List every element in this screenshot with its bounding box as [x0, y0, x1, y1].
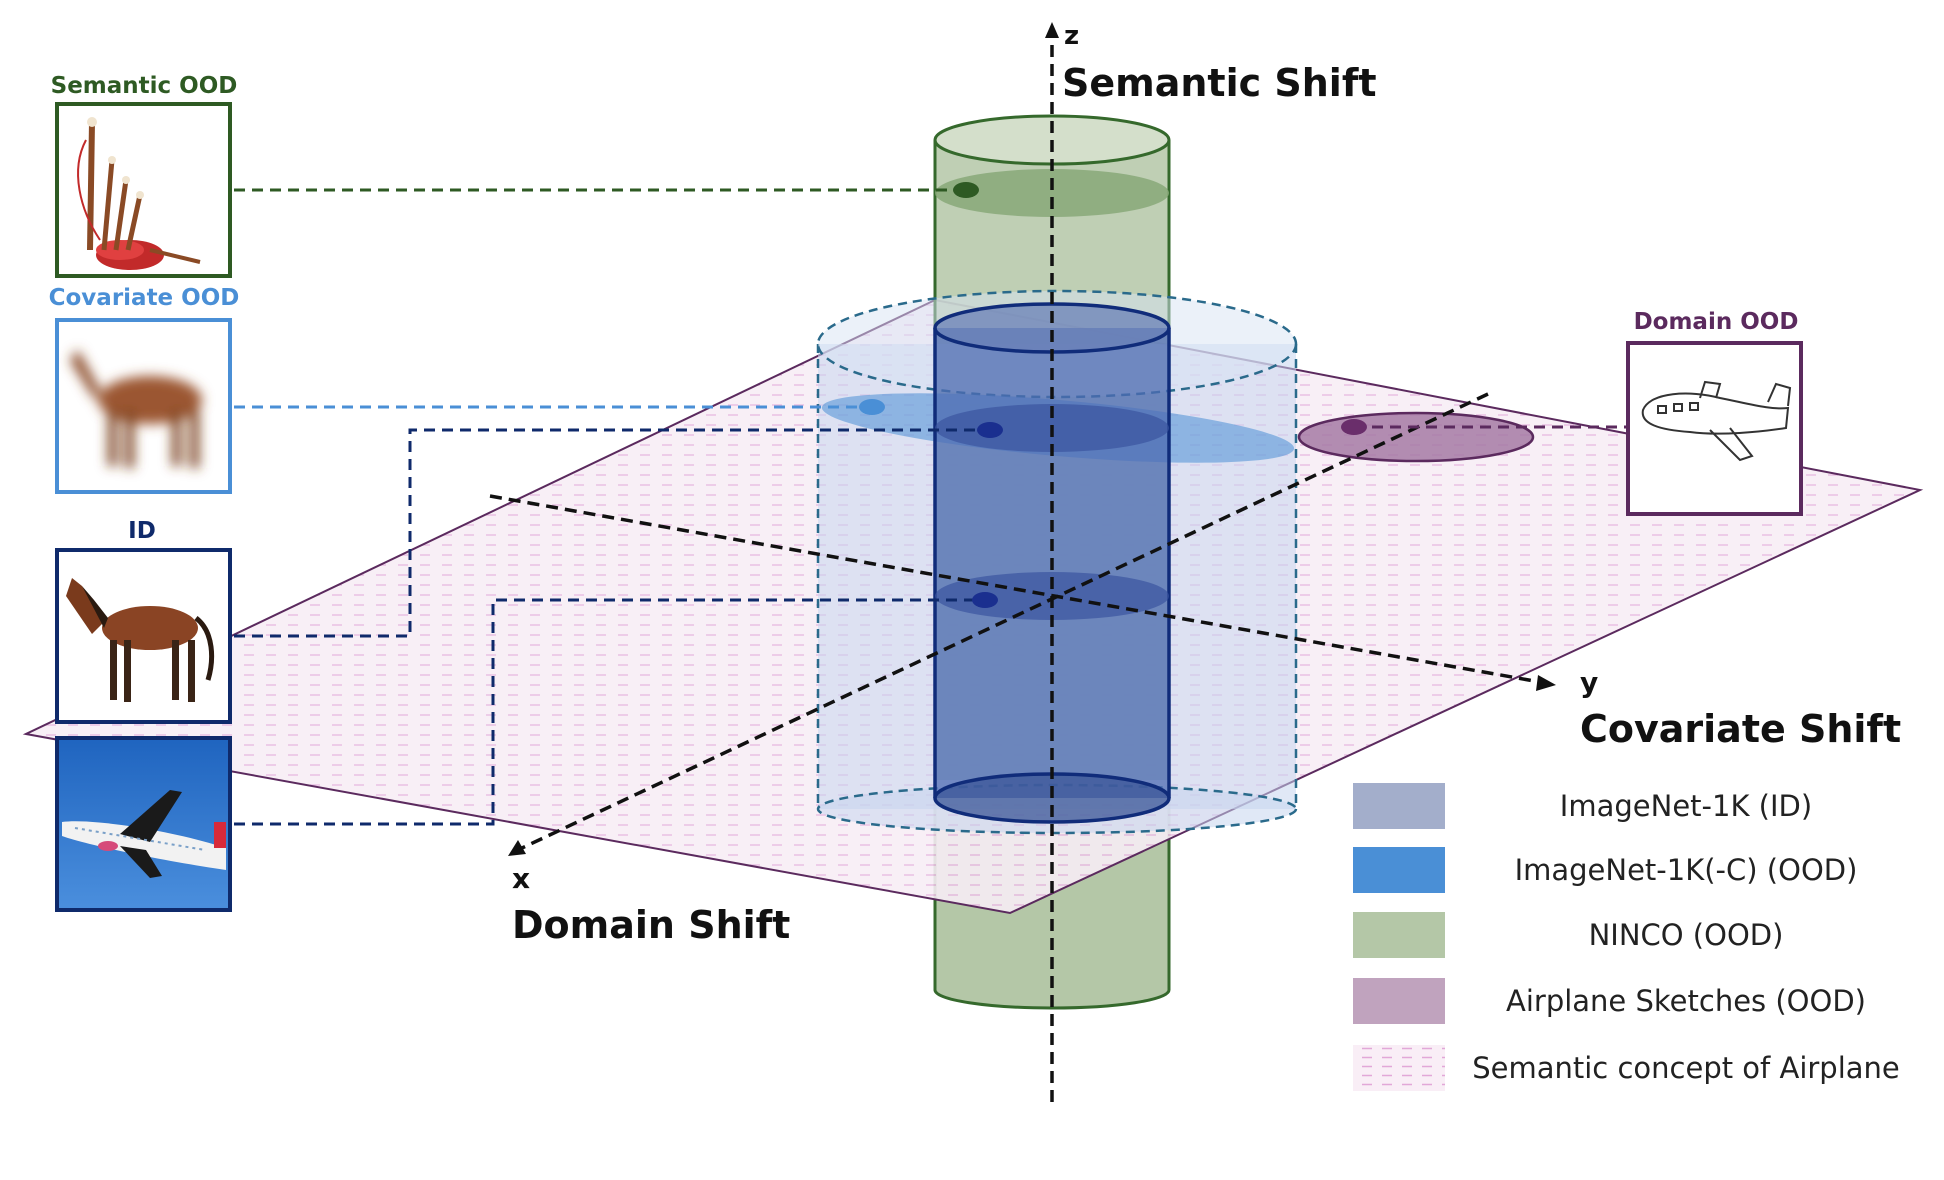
domain-ood-label: Domain OOD — [1634, 309, 1799, 335]
sketch-cluster — [1297, 411, 1535, 463]
z-arrowhead — [1045, 22, 1059, 38]
legend-label-imagenet-c: ImageNet-1K(-C) (OOD) — [1515, 853, 1858, 887]
domain-point — [1341, 419, 1367, 435]
covariate-ood-thumbnail — [55, 318, 232, 494]
y-axis-letter: y — [1580, 666, 1598, 699]
x-axis-letter: x — [512, 862, 530, 895]
semantic-point — [953, 182, 979, 198]
airplane-icon — [62, 790, 226, 878]
legend-swatch-plane — [1353, 1045, 1445, 1091]
id-airplane-connector — [234, 598, 985, 826]
x-axis-title: Domain Shift — [512, 903, 790, 947]
id-horse-thumbnail — [55, 548, 232, 724]
id-horse-point — [977, 422, 1003, 438]
bagpipes-icon — [77, 117, 201, 270]
z-axis-letter: z — [1064, 21, 1079, 51]
legend-swatch-imagenet — [1353, 783, 1445, 829]
id-label: ID — [128, 518, 156, 544]
z-axis-title: Semantic Shift — [1062, 61, 1377, 105]
horse-icon — [66, 578, 215, 702]
x-arrowhead — [508, 840, 526, 856]
legend: ImageNet-1K (ID) ImageNet-1K(-C) (OOD) N… — [1353, 783, 1900, 1091]
id-airplane-point — [972, 592, 998, 608]
blurred-horse-icon — [70, 350, 202, 468]
covariate-ood-label: Covariate OOD — [49, 285, 240, 311]
legend-label-sketches: Airplane Sketches (OOD) — [1506, 984, 1866, 1018]
id-airplane-thumbnail — [55, 736, 232, 912]
semantic-ood-thumbnail — [55, 102, 232, 278]
semantic-ood-label: Semantic OOD — [51, 73, 238, 99]
connectors — [234, 188, 1628, 826]
y-axis-title: Covariate Shift — [1580, 707, 1901, 751]
cluster-points — [859, 182, 1367, 608]
legend-swatch-sketches — [1353, 978, 1445, 1024]
y-axis — [489, 494, 1541, 684]
legend-label-plane: Semantic concept of Airplane — [1472, 1051, 1900, 1085]
ninco-cluster — [935, 169, 1169, 217]
legend-label-ninco: NINCO (OOD) — [1589, 918, 1784, 952]
y-arrowhead — [1536, 675, 1556, 691]
legend-swatch-imagenet-c — [1353, 847, 1445, 893]
legend-swatch-ninco — [1353, 912, 1445, 958]
covariate-point — [859, 399, 885, 415]
domain-ood-thumbnail — [1626, 341, 1803, 516]
id-horse-connector — [234, 428, 990, 638]
airplane-sketch-icon — [1641, 380, 1792, 462]
axes — [489, 22, 1556, 1102]
legend-label-imagenet: ImageNet-1K (ID) — [1560, 789, 1812, 823]
x-axis — [521, 392, 1489, 850]
